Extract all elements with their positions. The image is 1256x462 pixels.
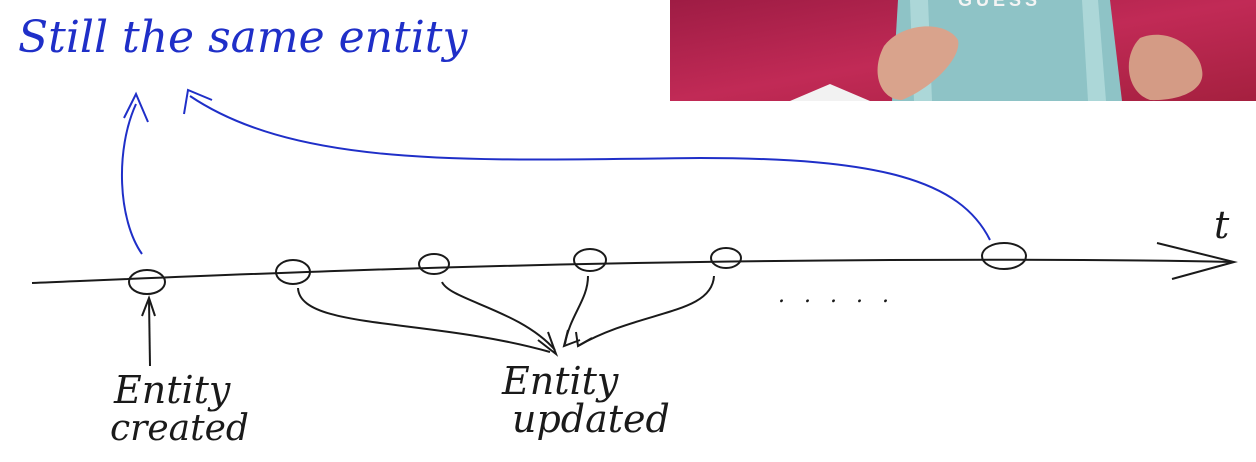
update-arrowheads-left xyxy=(537,331,559,357)
updated-label-line2: updated xyxy=(512,397,670,441)
blue-arrowhead-from-created xyxy=(123,91,149,123)
update-arrowheads-right xyxy=(562,329,593,348)
presenter-video: GUESS xyxy=(670,0,1256,101)
blue-arrow-from-created xyxy=(120,103,143,255)
event-node-update-2 xyxy=(418,253,450,275)
update-arrow-2 xyxy=(441,281,556,351)
update-arrow-1 xyxy=(297,287,551,353)
event-node-update-3 xyxy=(573,248,607,272)
update-arrow-4 xyxy=(577,275,715,347)
time-axis xyxy=(31,258,1233,284)
table-corner xyxy=(790,84,870,101)
blue-arrowhead-from-latest xyxy=(183,88,213,115)
created-label-line1: Entity xyxy=(113,368,231,412)
event-node-update-4 xyxy=(710,247,742,269)
diagram-title: Still the same entity xyxy=(18,12,468,63)
presenter-left-hand xyxy=(877,26,959,101)
created-label-line2: created xyxy=(110,408,249,449)
updated-label-line1: Entity xyxy=(501,359,619,403)
created-pointer-arrowhead xyxy=(141,295,156,317)
blue-arrow-from-latest xyxy=(189,95,991,241)
event-node-latest xyxy=(981,242,1027,270)
time-axis-arrowhead xyxy=(1156,242,1238,280)
presenter-right-hand xyxy=(1128,34,1203,101)
webcam-overlay: GUESS xyxy=(670,0,1256,101)
continuation-dots: . . . . . xyxy=(778,283,895,308)
created-pointer-arrow xyxy=(148,299,151,367)
event-node-created xyxy=(128,269,166,295)
event-node-update-1 xyxy=(275,259,311,285)
presenter-shirt xyxy=(892,0,1122,101)
time-axis-label: t xyxy=(1214,203,1230,247)
shirt-lettering: GUESS xyxy=(958,0,1041,10)
